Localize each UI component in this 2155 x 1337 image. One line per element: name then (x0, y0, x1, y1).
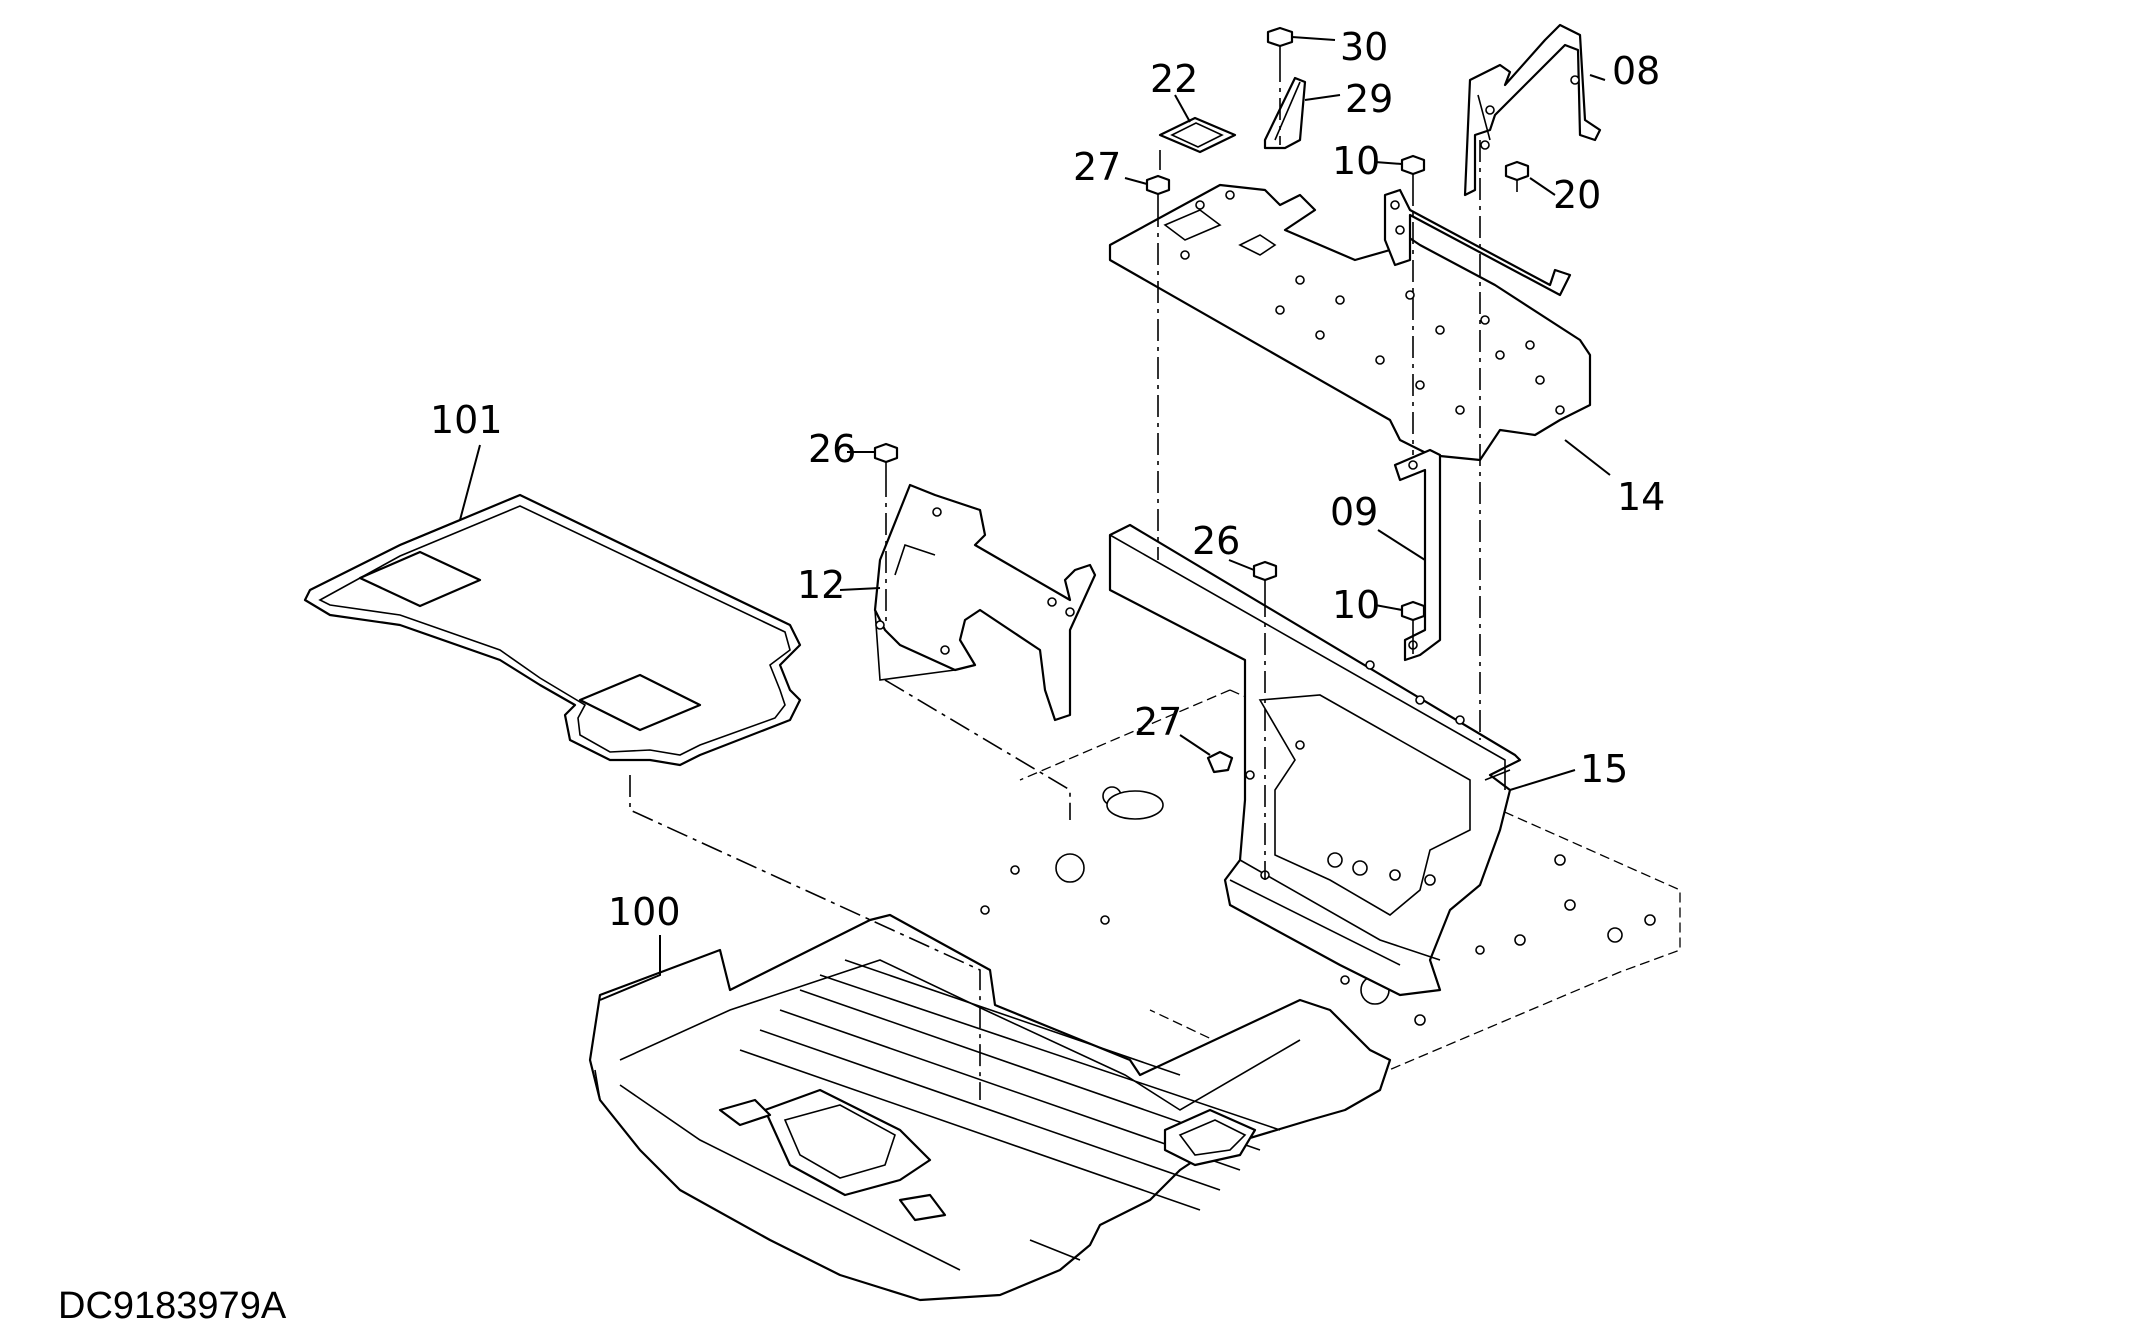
cab-floor-100 (588, 913, 1392, 1302)
callout-15: 15 (1580, 747, 1628, 791)
callout-29: 29 (1345, 77, 1393, 121)
callout-10-lower: 10 (1332, 583, 1380, 627)
callout-26-center: 26 (1192, 519, 1240, 563)
bolt-20 (1504, 160, 1530, 192)
grommet-22 (1158, 116, 1237, 154)
bracket-15 (1108, 523, 1522, 997)
callout-08: 08 (1612, 49, 1660, 93)
callout-27-top: 27 (1073, 145, 1121, 189)
callout-10-top: 10 (1332, 139, 1380, 183)
bracket-29 (1263, 76, 1307, 150)
callout-14: 14 (1617, 475, 1665, 519)
callout-100: 100 (608, 890, 681, 934)
bracket-08 (1463, 23, 1602, 197)
plate-14 (1108, 183, 1592, 462)
callout-labels: 30 08 22 29 27 10 20 14 101 26 12 09 26 … (430, 25, 1665, 934)
assembly-line-12 (884, 679, 1071, 820)
callout-26-left: 26 (808, 427, 856, 471)
bolt-27-lower (1206, 750, 1234, 774)
callout-09: 09 (1330, 490, 1378, 534)
diagram-id: DC9183979A (58, 1285, 287, 1327)
leader-lines (399, 36, 1611, 1001)
bolt-27-top (1145, 174, 1171, 205)
callout-27-lower: 27 (1134, 700, 1182, 744)
bracket-12 (873, 483, 1097, 722)
assembly-line-mat (629, 775, 981, 1100)
bolt-10-top (1400, 154, 1426, 184)
bolt-10-lower (1400, 600, 1426, 632)
bolt-26-left (873, 442, 899, 475)
floor-plate (980, 689, 1681, 1096)
callout-20: 20 (1553, 173, 1601, 217)
assembly-lines (885, 60, 1481, 880)
bolt-26-center (1252, 560, 1278, 595)
callout-101: 101 (430, 398, 503, 442)
callout-30: 30 (1340, 25, 1388, 69)
bracket-20 (1383, 188, 1572, 297)
bolt-30 (1266, 26, 1294, 60)
callout-12: 12 (797, 563, 845, 607)
callout-22: 22 (1150, 57, 1198, 101)
floor-mat-101 (303, 493, 802, 767)
